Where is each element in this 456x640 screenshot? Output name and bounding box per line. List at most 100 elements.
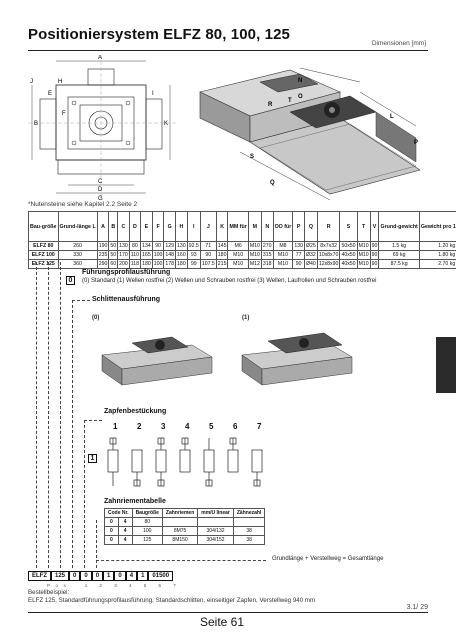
spec-cell: M10 [356,241,371,251]
order-code-cell: 1 [103,571,115,581]
belt-cell: 8M75 [161,526,199,536]
order-code-positions: Pos. 1 2 3 4 5 6 7 [47,583,182,588]
spec-header-cell: Gewicht pro 100 mm [418,211,456,242]
order-code-cell: 0 [80,571,92,581]
spec-cell: M10 [247,250,262,260]
carriage-variant-1-image [241,332,353,386]
spec-cell: 92.5 [186,241,201,251]
spec-cell: 165 [140,250,153,260]
spec-cell: M12 [247,259,262,269]
spec-cell: 170 [117,250,130,260]
spec-cell: 134 [140,241,153,251]
pin-number-2: 2 [137,422,142,431]
belt-cell: 4 [117,535,133,545]
spec-cell: 130 [117,241,130,251]
spec-cell: 71 [199,241,217,251]
iso-label-l: L [390,114,394,120]
pin-number-5: 5 [209,422,214,431]
spec-header-cell: Q [304,211,318,242]
iso-label-r: R [268,102,273,108]
footnote: *Nutensteine siehe Kapitel 2.2 Seite 2 [28,201,138,208]
spec-cell: 118 [128,259,142,269]
spec-cell: M10 [227,250,249,260]
spec-header-cell: Bau-größe [28,211,59,242]
dim-label-c: C [98,179,103,185]
belt-cell: 38 [232,526,266,536]
spec-cell: 235 [96,250,110,260]
spec-cell: ELFZ 80 [28,241,59,251]
spec-cell: 50 [108,241,119,251]
carriage-option-0-label: (0) [92,315,100,321]
spec-cell: M10 [272,250,294,260]
spec-header-cell: C [117,211,130,242]
belt-header-cell: Baugröße [131,508,163,518]
belt-header-cell: Zahnriemen [161,508,199,518]
guide-line-3 [60,262,61,568]
spec-cell: 318 [260,259,274,269]
belt-cell: 125 [131,535,163,545]
pin-number-7: 7 [257,422,262,431]
spec-cell: 40x50 [339,259,358,269]
spec-cell: ELFZ 125 [28,259,59,269]
spec-cell: 99 [186,259,201,269]
spec-cell: 290 [96,259,110,269]
order-code-cell: 01500 [148,571,174,581]
spec-cell: 10x8x70 [316,250,341,260]
spec-header-cell: H [175,211,188,242]
spec-cell: 100 [151,250,165,260]
spec-cell: M6 [227,241,249,251]
spec-cell: 87.5 kg [378,259,420,269]
spec-header-cell: T [356,211,371,242]
order-example: Bestellbeispiel: ELFZ 125, Standardführu… [28,589,315,605]
belt-cell: 0 [104,526,119,536]
spec-header-cell: MM für [227,211,249,242]
spec-header-cell: J [199,211,217,242]
guide-title: Führungsprofilausführung [82,269,171,276]
belt-table-title: Zahnriementabelle [104,498,166,505]
spec-header-cell: OO für [272,211,294,242]
carriage-title: Schlittenausführung [92,296,161,303]
guide-description: (0) Standard (1) Wellen rostfrei (2) Wel… [82,278,377,284]
guide-line-h2 [72,300,90,301]
spec-cell: M10 [227,259,249,269]
spec-cell: 69 kg [378,250,420,260]
spec-cell: 160 [175,250,188,260]
spec-header-cell: N [260,211,274,242]
spec-cell: 360 [57,259,98,269]
spec-cell: 90 [369,241,380,251]
spec-cell: 90 [199,250,217,260]
spec-cell: 80 [128,241,142,251]
pin-number-1: 1 [113,422,118,431]
spec-cell: 145 [215,241,229,251]
spec-header-cell: I [186,211,201,242]
page-number: 3.1/ 29 [406,604,428,611]
pin-code-box: 1 [88,454,97,463]
spec-cell: 180 [215,250,229,260]
dim-label-h: H [58,79,62,85]
spec-cell: ELFZ 100 [28,250,59,260]
pin-title: Zapfenbestückung [104,408,167,415]
order-code-cell: ELFZ [28,571,51,581]
dim-label-k: K [164,121,168,127]
spec-cell: Ø25 [304,241,318,251]
spec-cell: 110 [128,250,142,260]
order-code-cell: 0 [69,571,81,581]
guide-line-1 [36,262,37,568]
spec-header-cell: R [316,211,341,242]
order-code-cell: 4 [125,571,138,581]
spec-cell: Ø32 [304,250,318,260]
iso-label-t: T [288,98,292,104]
order-example-text: ELFZ 125, Standardführungsprofilausführu… [28,597,316,604]
footer-rule [28,612,428,613]
order-code-cell: 0 [114,571,126,581]
spec-header-cell: D [128,211,142,242]
belt-cell: 304/132 [197,526,234,536]
carriage-option-1-label: (1) [242,315,250,321]
